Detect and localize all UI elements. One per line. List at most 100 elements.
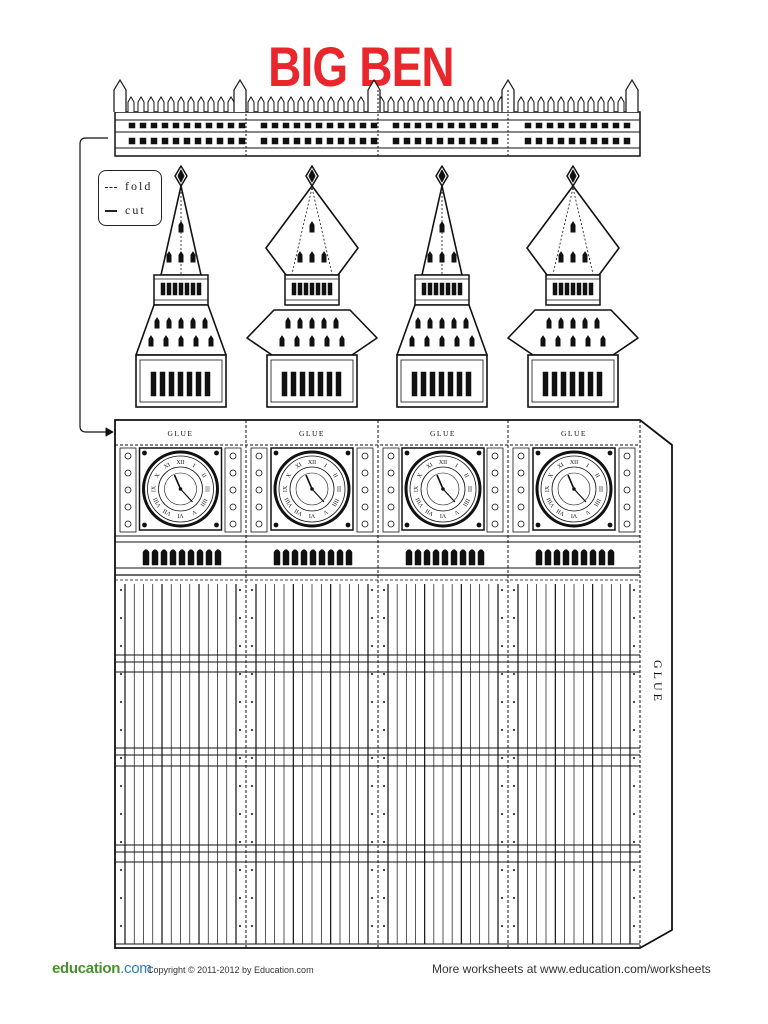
facade-rivet [383, 785, 385, 787]
base-window [569, 371, 576, 397]
legend-fold-label: fold [125, 179, 153, 193]
facade-rivet [513, 589, 515, 591]
pilaster-boss [623, 469, 631, 477]
clock-numeral: IIII [461, 497, 470, 507]
dormer-window [570, 317, 576, 329]
roof-window [491, 122, 499, 129]
dormer-window [546, 317, 552, 329]
roof-pinnacle [477, 96, 485, 112]
spire-fold [311, 187, 333, 275]
belfry-arch [196, 282, 202, 296]
roof-pinnacle [277, 96, 285, 112]
dormer-window [154, 317, 160, 329]
arrow-head-icon [105, 427, 114, 437]
clock-numeral: IX [151, 485, 157, 492]
copyright-text: Copyright © 2011-2012 by Education.com [147, 965, 314, 975]
facade-rivet [120, 925, 122, 927]
roof-turret [113, 78, 127, 112]
pilaster-boss [229, 486, 237, 494]
clock-numeral: X [286, 472, 294, 479]
spire-fold [552, 187, 574, 275]
dormer-window [424, 335, 430, 347]
pilaster-boss [229, 503, 237, 511]
pilaster-boss [361, 469, 369, 477]
dormer-window [451, 317, 457, 329]
pilaster-boss [124, 520, 132, 528]
base-window [560, 371, 567, 397]
belfry-arch [421, 282, 427, 296]
clock-numeral: VII [556, 507, 566, 516]
spire-fold [572, 187, 594, 275]
pilaster-boss [387, 486, 395, 494]
roof-pinnacle [247, 96, 255, 112]
facade-rivet [633, 813, 635, 815]
dormer-window [321, 317, 327, 329]
dormer-window [594, 317, 600, 329]
clock-numeral: I [191, 463, 196, 469]
arcade-window [205, 549, 213, 566]
facade-rivet [383, 701, 385, 703]
clock-numeral: VIII [153, 496, 163, 508]
facade-rivet [383, 729, 385, 731]
facade-rivet [239, 617, 241, 619]
roof-window [337, 137, 345, 145]
clock-center [441, 487, 445, 491]
facade-rivet [383, 869, 385, 871]
roof-pinnacle [337, 96, 345, 112]
clock-numeral: X [154, 472, 162, 479]
arcade-window [318, 549, 326, 566]
pilaster-boss [255, 520, 263, 528]
roof-window [128, 122, 136, 129]
clock-numeral: VI [177, 512, 183, 518]
spire-finial-core [308, 169, 316, 183]
dormer-window [439, 221, 445, 233]
roof-window [293, 122, 301, 129]
clock-numeral: I [323, 463, 328, 469]
facade-rivet [371, 589, 373, 591]
pilaster-boss [517, 503, 525, 511]
roof-window [315, 122, 323, 129]
clock-corner-ornament [535, 450, 541, 456]
clock-numeral: IIII [330, 497, 339, 507]
pilaster-boss [491, 469, 499, 477]
clock-numeral: IX [414, 485, 420, 492]
arcade-window [196, 549, 204, 566]
clock-numeral: VII [425, 507, 435, 516]
pilaster-boss [361, 452, 369, 460]
roof-window [161, 122, 169, 129]
facade-rivet [120, 617, 122, 619]
facade-rivet [120, 841, 122, 843]
roof-window [161, 137, 169, 145]
belfry-arch [178, 282, 184, 296]
clock-numeral: XI [557, 462, 565, 470]
more-worksheets-text: More worksheets at www.education.com/wor… [432, 962, 711, 976]
roof-pinnacle [177, 96, 185, 112]
roof-window [414, 137, 422, 145]
roof-window [337, 122, 345, 129]
clock-numeral: II [331, 473, 338, 479]
base-window [447, 371, 454, 397]
base-window [150, 371, 157, 397]
facade-rivet [383, 813, 385, 815]
clock-numeral: VI [440, 512, 446, 518]
facade-rivet [501, 729, 503, 731]
education-logo: education.com [52, 960, 152, 977]
facade-rivet [371, 813, 373, 815]
facade-rivet [633, 673, 635, 675]
roof-pinnacle [467, 96, 475, 112]
facade-rivet [501, 925, 503, 927]
roof-turret [625, 78, 639, 112]
roof-window [601, 137, 609, 145]
dormer-window [469, 335, 475, 347]
roof-window [436, 122, 444, 129]
page-title: BIG BEN [268, 35, 454, 98]
legend-cut-label: cut [125, 203, 146, 217]
clock-corner-ornament [345, 450, 351, 456]
facade-rivet [501, 617, 503, 619]
clock-ring [147, 455, 214, 523]
pilaster-boss [387, 503, 395, 511]
base-window [168, 371, 175, 397]
roof-pinnacle [167, 96, 175, 112]
base-window [335, 371, 342, 397]
